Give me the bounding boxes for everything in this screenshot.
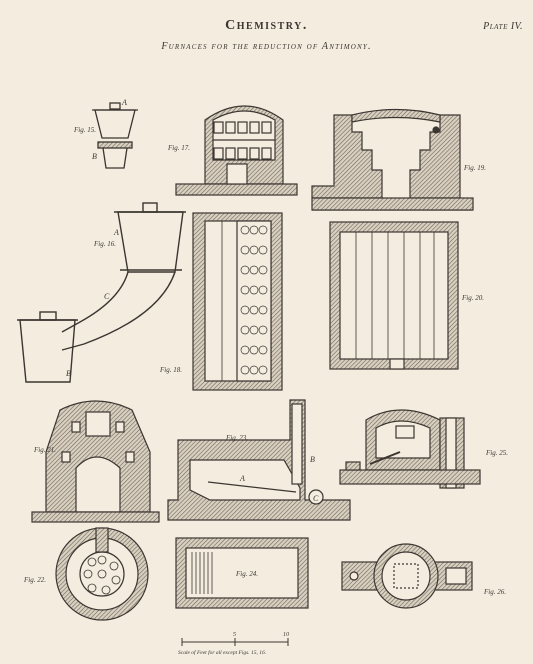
label-fig17: Fig. 17. <box>167 144 190 152</box>
figure-20-plan <box>329 221 459 370</box>
letter-c-fig23: C <box>313 494 319 503</box>
figure-21-furnace <box>31 400 160 523</box>
label-fig23: Fig. 23. <box>225 434 248 442</box>
label-fig19: Fig. 19. <box>463 164 486 172</box>
letter-c-fig16: C <box>104 292 110 301</box>
label-fig20: Fig. 20. <box>461 294 484 302</box>
label-fig21: Fig. 21. <box>33 446 56 454</box>
figure-17-furnace <box>175 105 298 196</box>
figure-19-section <box>311 108 474 211</box>
figure-25-furnace <box>339 409 481 489</box>
figure-23-section <box>167 399 351 521</box>
letter-a-fig15: A <box>121 98 127 107</box>
letter-b-fig15: B <box>92 152 97 161</box>
letter-b-fig23: B <box>310 455 315 464</box>
letter-a-fig16: A <box>113 228 119 237</box>
scale-tick-5: 5 <box>233 632 236 638</box>
letter-a-fig23: A <box>239 474 245 483</box>
label-fig15: Fig. 15. <box>73 126 96 134</box>
figure-24-plan <box>175 537 309 609</box>
scale-bar <box>181 638 289 646</box>
label-fig22: Fig. 22. <box>23 576 46 584</box>
label-fig25: Fig. 25. <box>485 449 508 457</box>
label-fig24: Fig. 24. <box>235 570 258 578</box>
label-fig16: Fig. 16. <box>93 240 116 248</box>
plate-number: Plate IV. <box>483 21 523 32</box>
figure-18-plan <box>192 212 283 391</box>
label-fig26: Fig. 26. <box>483 588 506 596</box>
figure-16-retort <box>17 202 186 383</box>
figure-22-circle <box>55 527 149 621</box>
plate-subtitle: Furnaces for the reduction of Antimony. <box>161 41 372 52</box>
scale-tick-10: 10 <box>283 632 289 638</box>
plate-title: Chemistry. <box>225 18 308 33</box>
figure-26-plan <box>341 543 473 609</box>
figure-15-crucible <box>92 102 138 169</box>
scale-caption: Scale of Feet for all except Figs. 15, 1… <box>178 649 266 656</box>
label-fig18: Fig. 18. <box>159 366 182 374</box>
letter-b-fig16: B <box>66 369 71 378</box>
